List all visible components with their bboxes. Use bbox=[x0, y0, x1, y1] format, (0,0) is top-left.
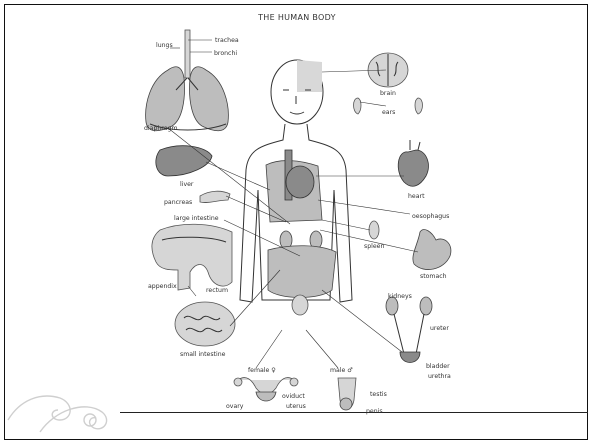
liver-illustration bbox=[156, 146, 212, 176]
label-heart: heart bbox=[408, 193, 425, 200]
label-trachea: trachea bbox=[215, 37, 239, 44]
large-intestine-illustration bbox=[152, 224, 232, 290]
label-lungs: lungs bbox=[156, 42, 173, 49]
label-testis: testis bbox=[370, 391, 387, 398]
label-appendix: appendix bbox=[148, 283, 177, 290]
decorative-swirl bbox=[8, 396, 107, 432]
label-bronchi: bronchi bbox=[214, 50, 237, 57]
label-ureter: ureter bbox=[430, 325, 449, 332]
label-large-intestine: large intestine bbox=[174, 215, 219, 222]
label-liver: liver bbox=[180, 181, 194, 188]
label-kidneys: kidneys bbox=[388, 293, 412, 300]
urinary-illustration bbox=[386, 297, 432, 363]
label-male: male ♂ bbox=[330, 367, 353, 374]
label-spleen: spleen bbox=[364, 243, 384, 250]
label-small-intestine: small intestine bbox=[180, 351, 226, 358]
label-uterus: uterus bbox=[286, 403, 306, 410]
label-female: female ♀ bbox=[248, 367, 276, 374]
pancreas-illustration bbox=[200, 191, 230, 202]
male-reproductive-illustration bbox=[338, 378, 356, 410]
label-penis: penis bbox=[366, 408, 383, 415]
stomach-illustration bbox=[413, 230, 451, 270]
label-rectum: rectum bbox=[206, 287, 228, 294]
label-bladder: bladder bbox=[426, 363, 450, 370]
label-ovary: ovary bbox=[226, 403, 244, 410]
label-oviduct: oviduct bbox=[282, 393, 305, 400]
brain-illustration bbox=[368, 53, 408, 87]
label-diaphragm: diaphragm bbox=[144, 125, 178, 132]
label-urethra: urethra bbox=[428, 373, 451, 380]
label-ears: ears bbox=[382, 109, 395, 116]
label-oesophagus: oesophagus bbox=[412, 213, 449, 220]
small-intestine-illustration bbox=[175, 302, 235, 346]
label-brain: brain bbox=[380, 90, 396, 97]
spleen-illustration bbox=[369, 221, 379, 239]
heart-illustration bbox=[398, 140, 428, 186]
label-pancreas: pancreas bbox=[164, 199, 192, 206]
human-figure bbox=[240, 60, 352, 315]
label-stomach: stomach bbox=[420, 273, 447, 280]
